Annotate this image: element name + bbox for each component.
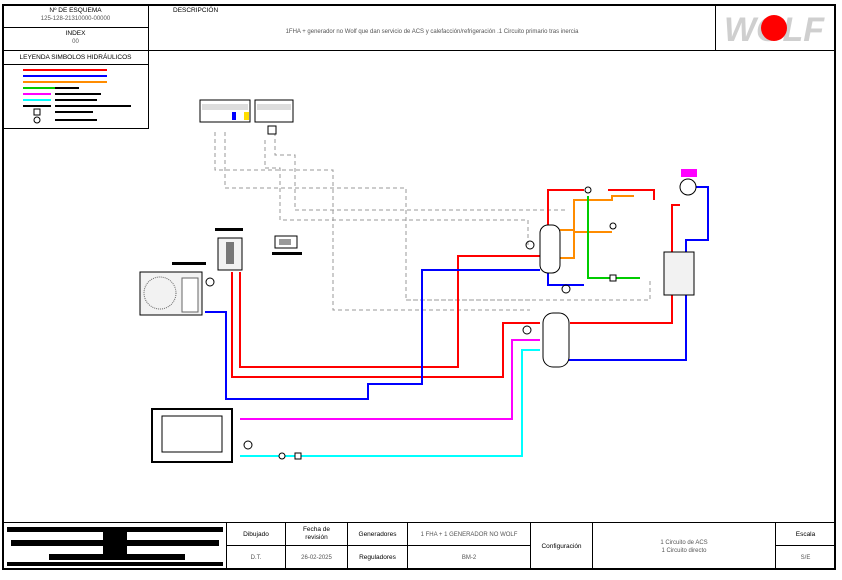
fecha-value-cell: 26-02-2025 [285, 545, 348, 570]
dibujado-label-cell: Dibujado [226, 522, 286, 546]
heating-lines-magenta [240, 339, 540, 420]
header-divider [2, 50, 836, 51]
reguladores-value: BM-2 [461, 555, 477, 561]
reguladores-label: Reguladores [359, 554, 396, 561]
footer-redacted-block [7, 527, 223, 566]
control-wiring [214, 132, 651, 311]
generadores-label-cell: Generadores [347, 522, 408, 546]
reguladores-value-cell: BM-2 [407, 545, 531, 570]
configuracion-value-cell: 1 Circuito de ACS 1 Circuito directo [592, 522, 776, 570]
dhw-lines-orange [560, 195, 634, 259]
reguladores-label-cell: Reguladores [347, 545, 408, 570]
legend-pump-icon [33, 116, 41, 124]
scheme-number-label: Nº DE ESQUEMA [49, 7, 102, 14]
escala-label-cell: Escala [775, 522, 836, 546]
heating-lines-cyan [240, 349, 540, 457]
configuracion-label: Configuración [541, 543, 582, 550]
heat-pump-outdoor-unit [139, 262, 206, 316]
legend-box: LEYENDA SIMBOLOS HIDRÁULICOS [2, 50, 149, 129]
index-value: 00 [72, 39, 79, 45]
non-wolf-generator [663, 169, 697, 296]
hydraulic-module [215, 228, 243, 271]
return-lines-blue [205, 186, 709, 400]
buffer-tank [522, 312, 570, 368]
escala-value-cell: S/E [775, 545, 836, 570]
generadores-value-cell: 1 FHA + 1 GENERADOR NO WOLF [407, 522, 531, 546]
control-boards [199, 99, 294, 135]
pumps-valves [205, 186, 617, 460]
dhw-tank [525, 224, 571, 294]
wolf-logo-dot [761, 15, 787, 41]
dibujado-value: D.T. [250, 555, 262, 561]
config-line-2: 1 Circuito directo [661, 548, 707, 554]
underfloor-emitter [151, 408, 233, 463]
controller-panel [272, 235, 302, 255]
configuracion-label-cell: Configuración [530, 522, 593, 570]
dibujado-value-cell: D.T. [226, 545, 286, 570]
fecha-label-cell: Fecha de revisión [285, 522, 348, 546]
escala-value: S/E [800, 555, 811, 561]
description-label: DESCRIPCIÓN [173, 7, 219, 14]
legend-title: LEYENDA SIMBOLOS HIDRÁULICOS [3, 51, 148, 65]
escala-label: Escala [795, 531, 816, 538]
generadores-label: Generadores [358, 531, 397, 538]
legend-sensor-icon [33, 108, 41, 116]
config-line-1: 1 Circuito de ACS [660, 540, 708, 546]
legend-symbols [23, 69, 131, 124]
scheme-number-value: 125-128-21310000-00000 [40, 16, 111, 22]
index-label: INDEX [65, 30, 86, 37]
description-value: 1FHA + generador no Wolf que dan servici… [285, 29, 579, 35]
logo-cell: WOLF [715, 4, 836, 51]
footer-logo-cell [2, 522, 227, 570]
wolf-logo: WOLF [724, 11, 825, 49]
generadores-value: 1 FHA + 1 GENERADOR NO WOLF [420, 532, 518, 538]
fecha-label: Fecha de revisión [302, 526, 331, 541]
dibujado-label: Dibujado [243, 531, 269, 538]
supply-lines-red [231, 189, 680, 378]
fecha-value: 26-02-2025 [301, 555, 332, 561]
cold-water-lines-green [587, 196, 640, 279]
